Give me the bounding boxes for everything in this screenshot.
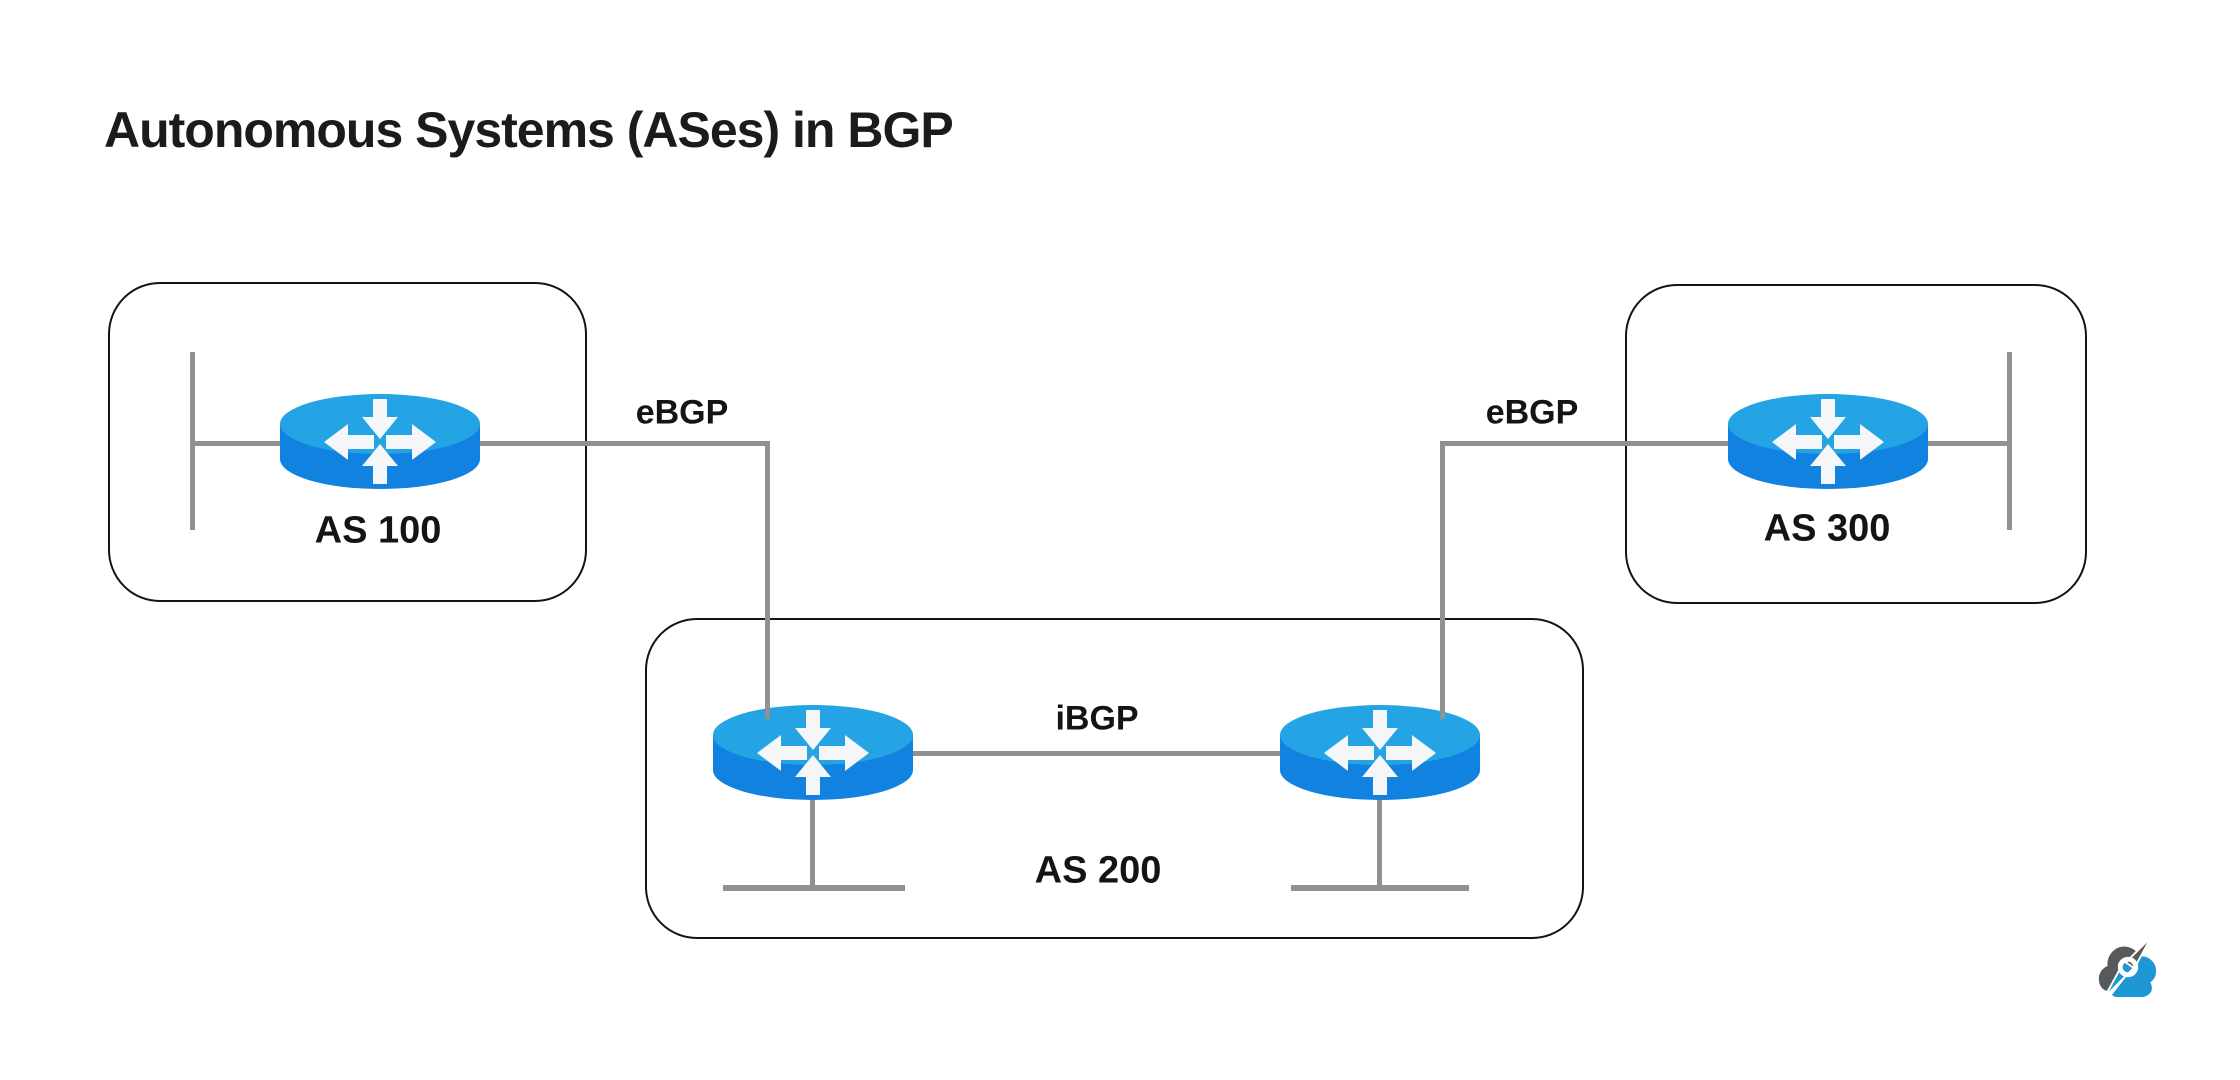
as300-lan-segment-line — [2007, 352, 2012, 530]
ebgp-link-right-vertical-line — [1440, 441, 1445, 719]
router-icon-as200-right — [1280, 705, 1480, 800]
router-icon-as200-left — [713, 705, 913, 800]
ebgp-left-label: eBGP — [635, 393, 729, 432]
ibgp-link-line — [813, 751, 1380, 756]
as200-boundary-box — [645, 618, 1584, 939]
ibgp-label: iBGP — [1055, 699, 1139, 738]
ebgp-link-right-horizontal-line — [1440, 441, 2010, 446]
logo-needle-south — [2103, 959, 2136, 998]
logo-compass-ring — [2117, 956, 2139, 978]
as200-left-router-stem-line — [810, 790, 815, 888]
as200-left-lan-segment-line — [723, 885, 905, 891]
as100-label: AS 100 — [314, 509, 442, 552]
as200-label: AS 200 — [1034, 849, 1162, 892]
as300-label: AS 300 — [1763, 507, 1891, 550]
as200-right-router-stem-line — [1377, 790, 1382, 888]
cloud-compass-logo-icon — [2098, 932, 2157, 1002]
as200-right-lan-segment-line — [1291, 885, 1469, 891]
ebgp-right-label: eBGP — [1485, 393, 1579, 432]
ebgp-link-left-vertical-line — [765, 441, 770, 719]
router-icon-as100 — [280, 394, 480, 489]
router-icon-as300 — [1728, 394, 1928, 489]
page-title: Autonomous Systems (ASes) in BGP — [104, 102, 954, 158]
